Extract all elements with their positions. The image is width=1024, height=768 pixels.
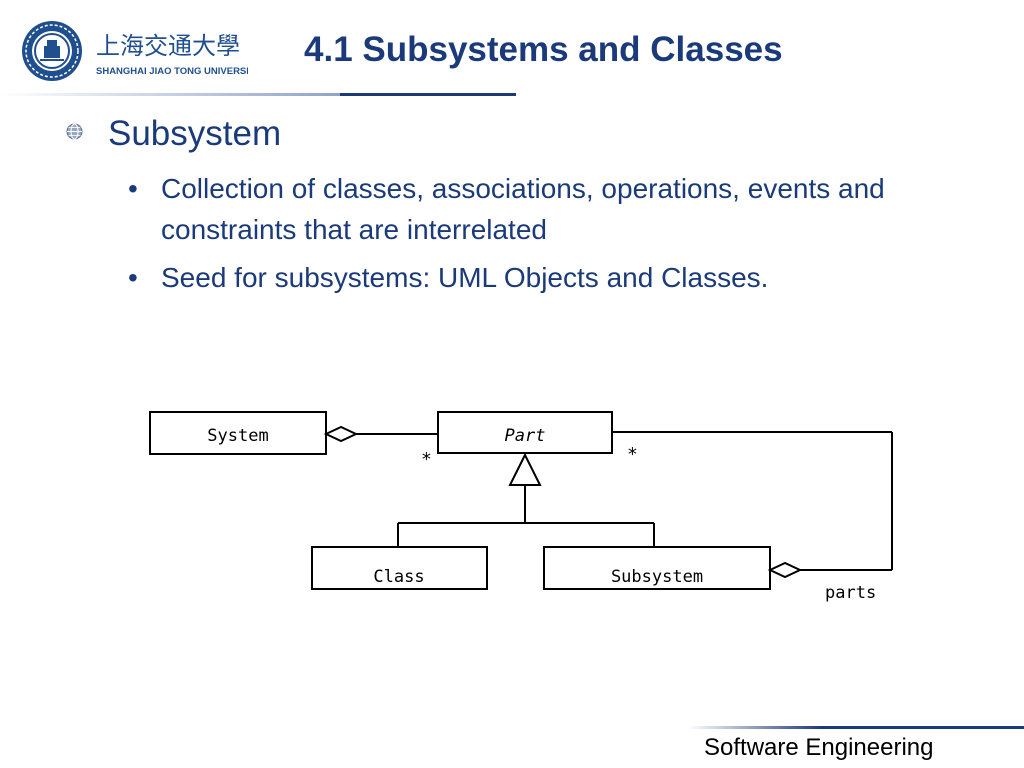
class-name-system: System xyxy=(207,426,268,446)
logo-chinese-name: 上海交通大學 xyxy=(96,32,240,60)
generalization-arrowhead xyxy=(508,452,542,486)
class-name-class: Class xyxy=(373,567,424,587)
aggregation-diamond xyxy=(323,425,359,443)
role-label-parts: parts xyxy=(825,583,876,603)
bullet-dot: • xyxy=(128,262,138,293)
multiplicity-left: * xyxy=(421,449,432,470)
uml-class-diagram: System Part Class Subsystem * * parts xyxy=(140,400,900,615)
bullet-level2-text: Collection of classes, associations, ope… xyxy=(161,173,885,245)
bullet-dot: • xyxy=(128,173,138,204)
logo-english-name: SHANGHAI JIAO TONG UNIVERSITY xyxy=(96,66,248,77)
multiplicity-right: * xyxy=(627,444,638,465)
footer-text: Software Engineering xyxy=(704,734,934,761)
university-seal-icon xyxy=(22,21,82,81)
class-name-part: Part xyxy=(505,426,546,446)
university-logo: 上海交通大學 SHANGHAI JIAO TONG UNIVERSITY xyxy=(22,18,262,84)
globe-bullet-icon xyxy=(66,123,83,140)
class-name-subsystem: Subsystem xyxy=(611,567,703,587)
class-box-class xyxy=(311,546,488,590)
aggregation-diamond xyxy=(767,561,803,579)
title-underline xyxy=(0,93,516,96)
bullet-level1-text: Subsystem xyxy=(108,114,282,153)
bullet-level2-text: Seed for subsystems: UML Objects and Cla… xyxy=(161,262,769,293)
footer-rule xyxy=(688,726,1024,729)
slide-title: 4.1 Subsystems and Classes xyxy=(304,30,783,69)
class-box-subsystem xyxy=(543,546,771,590)
